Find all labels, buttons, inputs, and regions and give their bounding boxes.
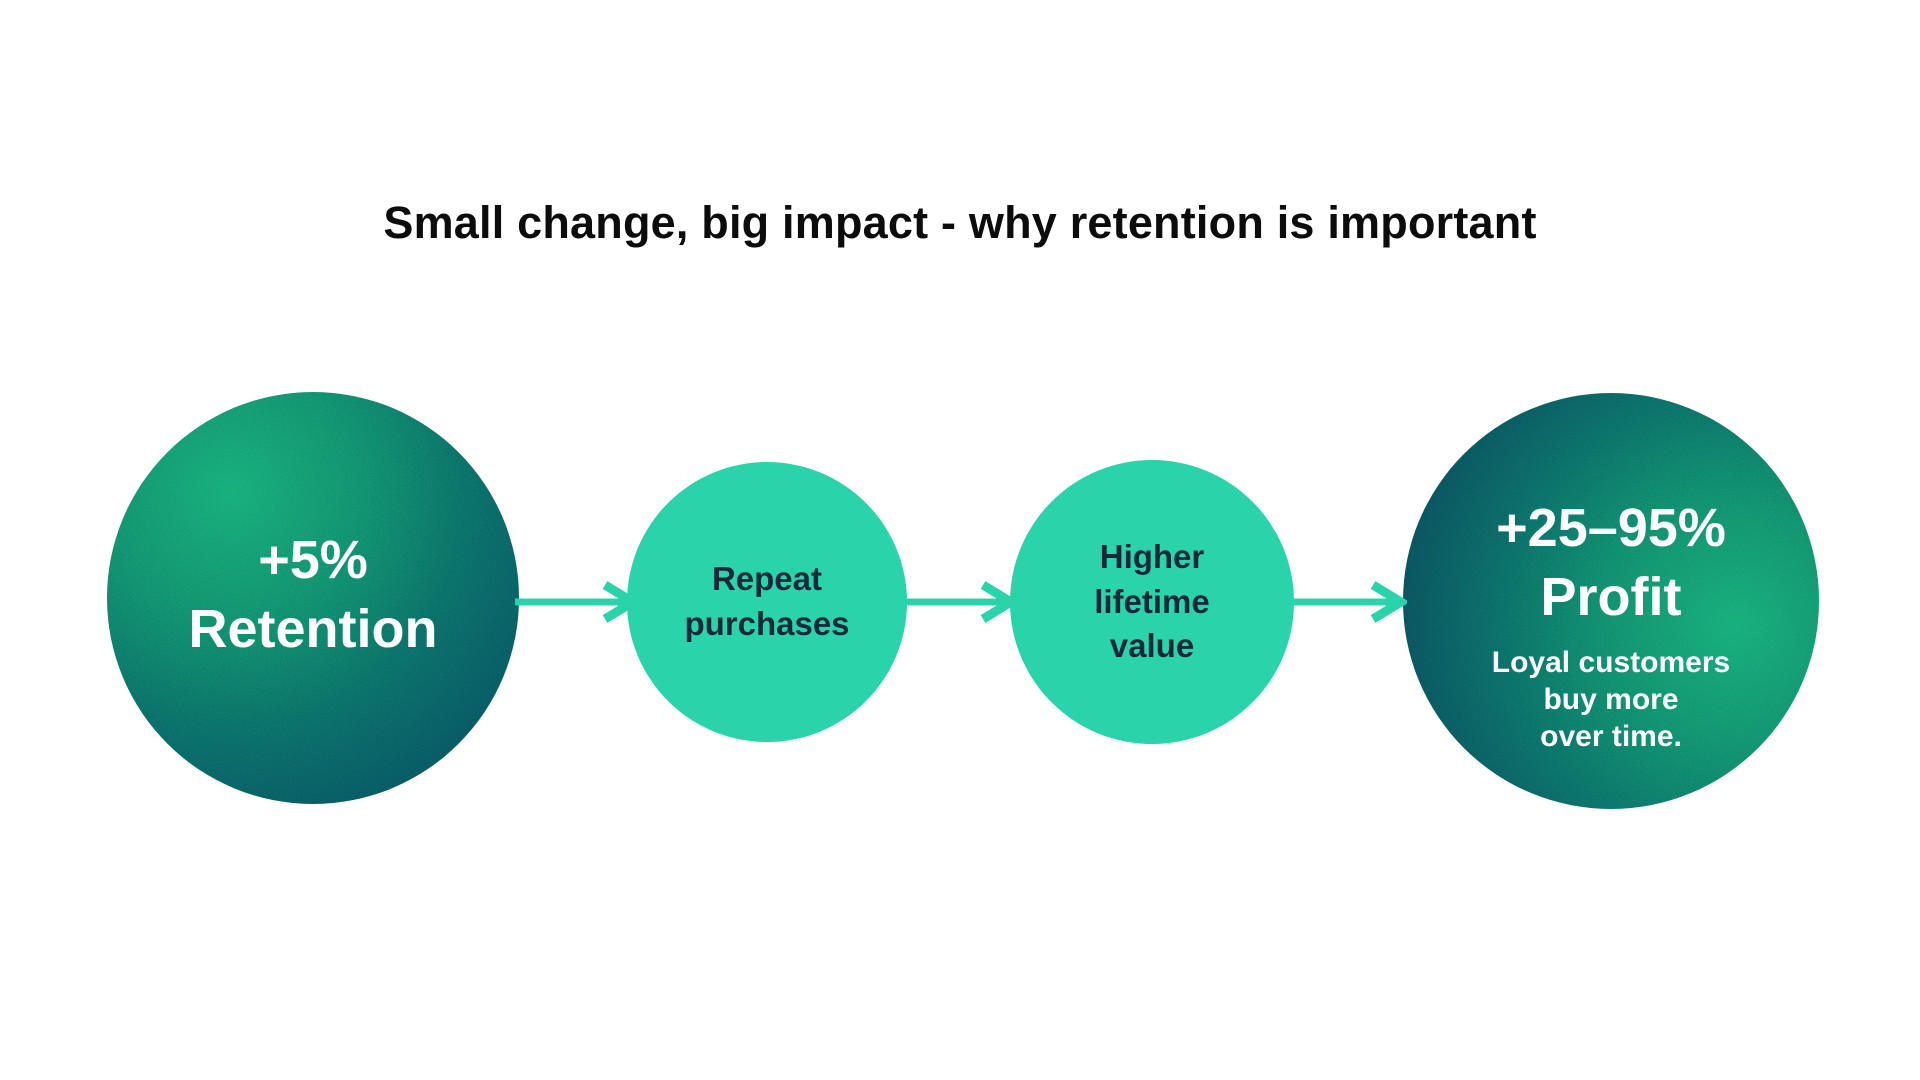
step-profit-subtext: Loyal customers buy more over time. (1491, 646, 1731, 754)
connector-2 (893, 580, 1017, 624)
arrow-right-icon (893, 581, 1017, 623)
step-circle-profit: +25–95% Profit Loyal customers buy more … (1403, 393, 1819, 809)
connector-3 (1283, 580, 1407, 624)
step-circle-repeat-purchases: Repeat purchases (627, 462, 907, 742)
arrow-right-icon (515, 581, 639, 623)
step-repeat-purchases-label: Repeat purchases (684, 560, 850, 642)
step-circle-retention: +5% Retention (107, 392, 519, 804)
step-higher-lifetime-value-label: Higher lifetime value (1094, 537, 1210, 665)
step-retention-label: +5% Retention (188, 530, 438, 659)
slide-title: Small change, big impact - why retention… (383, 197, 1537, 248)
step-circle-higher-lifetime-value: Higher lifetime value (1010, 460, 1294, 744)
step-profit-label: +25–95% Profit (1496, 498, 1726, 627)
connector-1 (515, 580, 639, 624)
arrow-right-icon (1283, 581, 1407, 623)
